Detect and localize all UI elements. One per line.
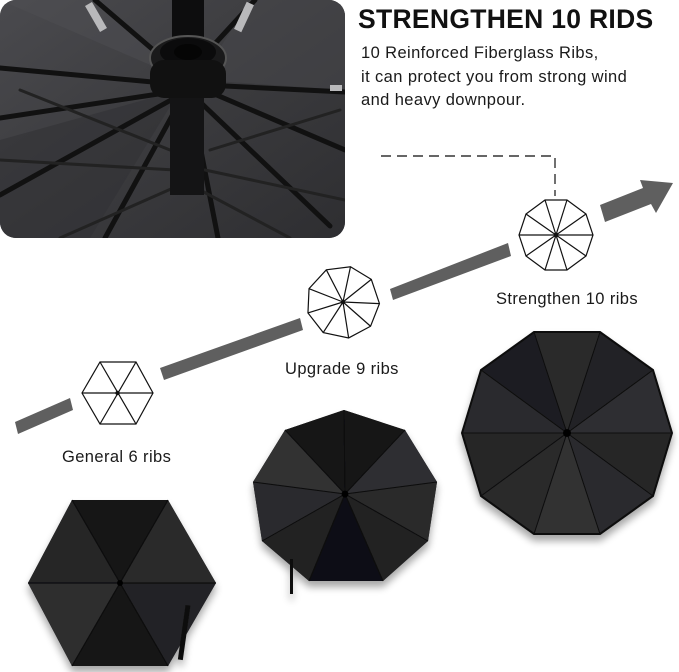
umbrella-10-ribs	[460, 331, 674, 535]
umbrella-frame-illustration	[0, 0, 345, 238]
description-line-1: 10 Reinforced Fiberglass Ribs,	[361, 44, 599, 62]
decagon-10-ribs-icon	[518, 199, 594, 271]
arrow-head-icon	[600, 180, 673, 222]
description-line-2: it can protect you from strong wind	[361, 67, 628, 86]
stage-label-9-ribs: Upgrade 9 ribs	[285, 360, 399, 378]
headline-title: STRENGTHEN 10 RIDS	[358, 4, 654, 34]
headline-description: 10 Reinforced Fiberglass Ribs, it can pr…	[361, 42, 627, 113]
progression-arrow	[15, 180, 673, 434]
nonagon-9-ribs-icon	[307, 266, 381, 339]
dashed-connector	[381, 155, 556, 196]
stage-label-10-ribs: Strengthen 10 ribs	[496, 290, 639, 308]
umbrella-frame-photo	[0, 0, 345, 238]
description-line-3: and heavy downpour.	[361, 91, 526, 109]
umbrella-6-ribs	[28, 499, 216, 667]
stage-label-6-ribs: General 6 ribs	[62, 448, 172, 466]
umbrella-9-ribs	[252, 409, 438, 594]
hexagon-6-ribs-icon	[81, 361, 154, 425]
